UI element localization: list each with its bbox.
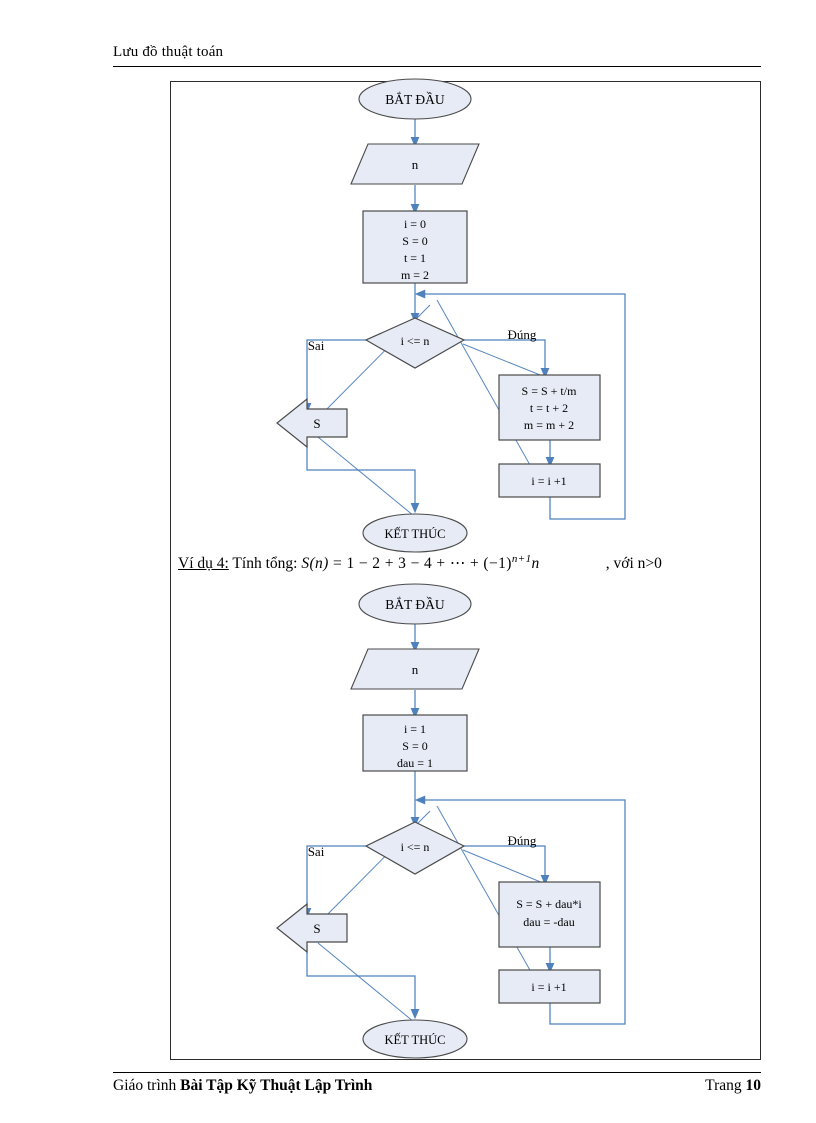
node-init-line-3: dau = 1 bbox=[397, 756, 433, 770]
node-input: n bbox=[350, 648, 480, 690]
node-start-label: BẮT ĐẦU bbox=[385, 92, 445, 107]
formula-tail: n bbox=[531, 555, 540, 573]
node-input-label: n bbox=[412, 662, 419, 677]
node-init-line-1: i = 0 bbox=[404, 217, 426, 231]
node-increment-label: i = i +1 bbox=[531, 474, 566, 488]
label-branch-false: Sai bbox=[308, 844, 325, 859]
connector-loopback bbox=[414, 795, 626, 1025]
footer-right: Trang 10 bbox=[705, 1077, 761, 1095]
formula-condition: , với n>0 bbox=[605, 555, 662, 573]
node-input-label: n bbox=[412, 157, 419, 172]
node-body-line-1: S = S + t/m bbox=[522, 384, 578, 398]
node-init: i = 0 S = 0 t = 1 m = 2 bbox=[362, 210, 468, 284]
node-init: i = 1 S = 0 dau = 1 bbox=[362, 714, 468, 772]
node-body-line-3: m = m + 2 bbox=[524, 418, 574, 432]
node-init-line-2: S = 0 bbox=[402, 234, 427, 248]
node-decision: i <= n bbox=[364, 317, 466, 369]
node-input: n bbox=[350, 143, 480, 185]
page-header: Lưu đồ thuật toán bbox=[113, 44, 224, 60]
node-start: BẮT ĐẦU bbox=[358, 583, 472, 625]
footer-left: Giáo trình Bài Tập Kỹ Thuật Lập Trình bbox=[113, 1077, 372, 1095]
node-start: BẮT ĐẦU bbox=[358, 78, 472, 120]
node-end-label: KẾT THÚC bbox=[385, 526, 446, 541]
formula-exponent: n+1 bbox=[511, 553, 532, 565]
node-decision: i <= n bbox=[364, 821, 466, 875]
node-body-line-2: dau = -dau bbox=[523, 915, 574, 929]
connector-decision-false bbox=[302, 339, 367, 414]
example-caption: Ví dụ 4: Tính tổng: S(n) = 1 − 2 + 3 − 4… bbox=[178, 553, 758, 579]
example-label: Ví dụ 4: bbox=[178, 555, 229, 573]
header-rule bbox=[113, 66, 761, 67]
connector-output-to-end bbox=[306, 945, 420, 1020]
node-body-line-1: S = S + dau*i bbox=[516, 897, 582, 911]
formula-lhs: S(n) bbox=[301, 555, 329, 573]
node-start-label: BẮT ĐẦU bbox=[385, 597, 445, 612]
node-body-line-2: t = t + 2 bbox=[530, 401, 568, 415]
label-branch-true: Đúng bbox=[508, 833, 537, 848]
footer-rule bbox=[113, 1072, 761, 1073]
node-increment: i = i +1 bbox=[498, 969, 601, 1004]
footer-page-number: 10 bbox=[745, 1077, 762, 1094]
label-branch-true: Đúng bbox=[508, 327, 537, 342]
formula-series: 1 − 2 + 3 − 4 + ⋯ + (−1) bbox=[346, 555, 512, 573]
node-init-line-4: m = 2 bbox=[401, 268, 429, 282]
node-increment-label: i = i +1 bbox=[531, 980, 566, 994]
footer-page-label: Trang bbox=[705, 1077, 746, 1094]
label-branch-false: Sai bbox=[308, 338, 325, 353]
footer-book-title: Bài Tập Kỹ Thuật Lập Trình bbox=[180, 1077, 373, 1094]
node-end: KẾT THÚC bbox=[362, 513, 468, 553]
node-output-label: S bbox=[313, 921, 320, 936]
node-init-line-3: t = 1 bbox=[404, 251, 426, 265]
node-output: S bbox=[276, 902, 348, 954]
footer-prefix: Giáo trình bbox=[113, 1077, 181, 1094]
node-body: S = S + t/m t = t + 2 m = m + 2 bbox=[498, 374, 601, 441]
node-output-label: S bbox=[313, 416, 320, 431]
connector-output-to-end bbox=[306, 440, 420, 514]
node-increment: i = i +1 bbox=[498, 463, 601, 498]
connector-decision-false bbox=[302, 845, 367, 919]
node-output: S bbox=[276, 397, 348, 449]
connector-decision-true bbox=[463, 845, 550, 886]
page-footer: Giáo trình Bài Tập Kỹ Thuật Lập Trình Tr… bbox=[113, 1077, 761, 1095]
example-task: Tính tổng: bbox=[232, 555, 298, 573]
formula-eq: = bbox=[333, 555, 343, 573]
node-decision-label: i <= n bbox=[401, 334, 430, 348]
node-init-line-1: i = 1 bbox=[404, 722, 426, 736]
node-end: KẾT THÚC bbox=[362, 1019, 468, 1059]
node-init-line-2: S = 0 bbox=[402, 739, 427, 753]
node-end-label: KẾT THÚC bbox=[385, 1032, 446, 1047]
node-decision-label: i <= n bbox=[401, 840, 430, 854]
connector-loopback bbox=[414, 289, 626, 520]
node-body: S = S + dau*i dau = -dau bbox=[498, 881, 601, 948]
connector-decision-true bbox=[463, 339, 550, 379]
